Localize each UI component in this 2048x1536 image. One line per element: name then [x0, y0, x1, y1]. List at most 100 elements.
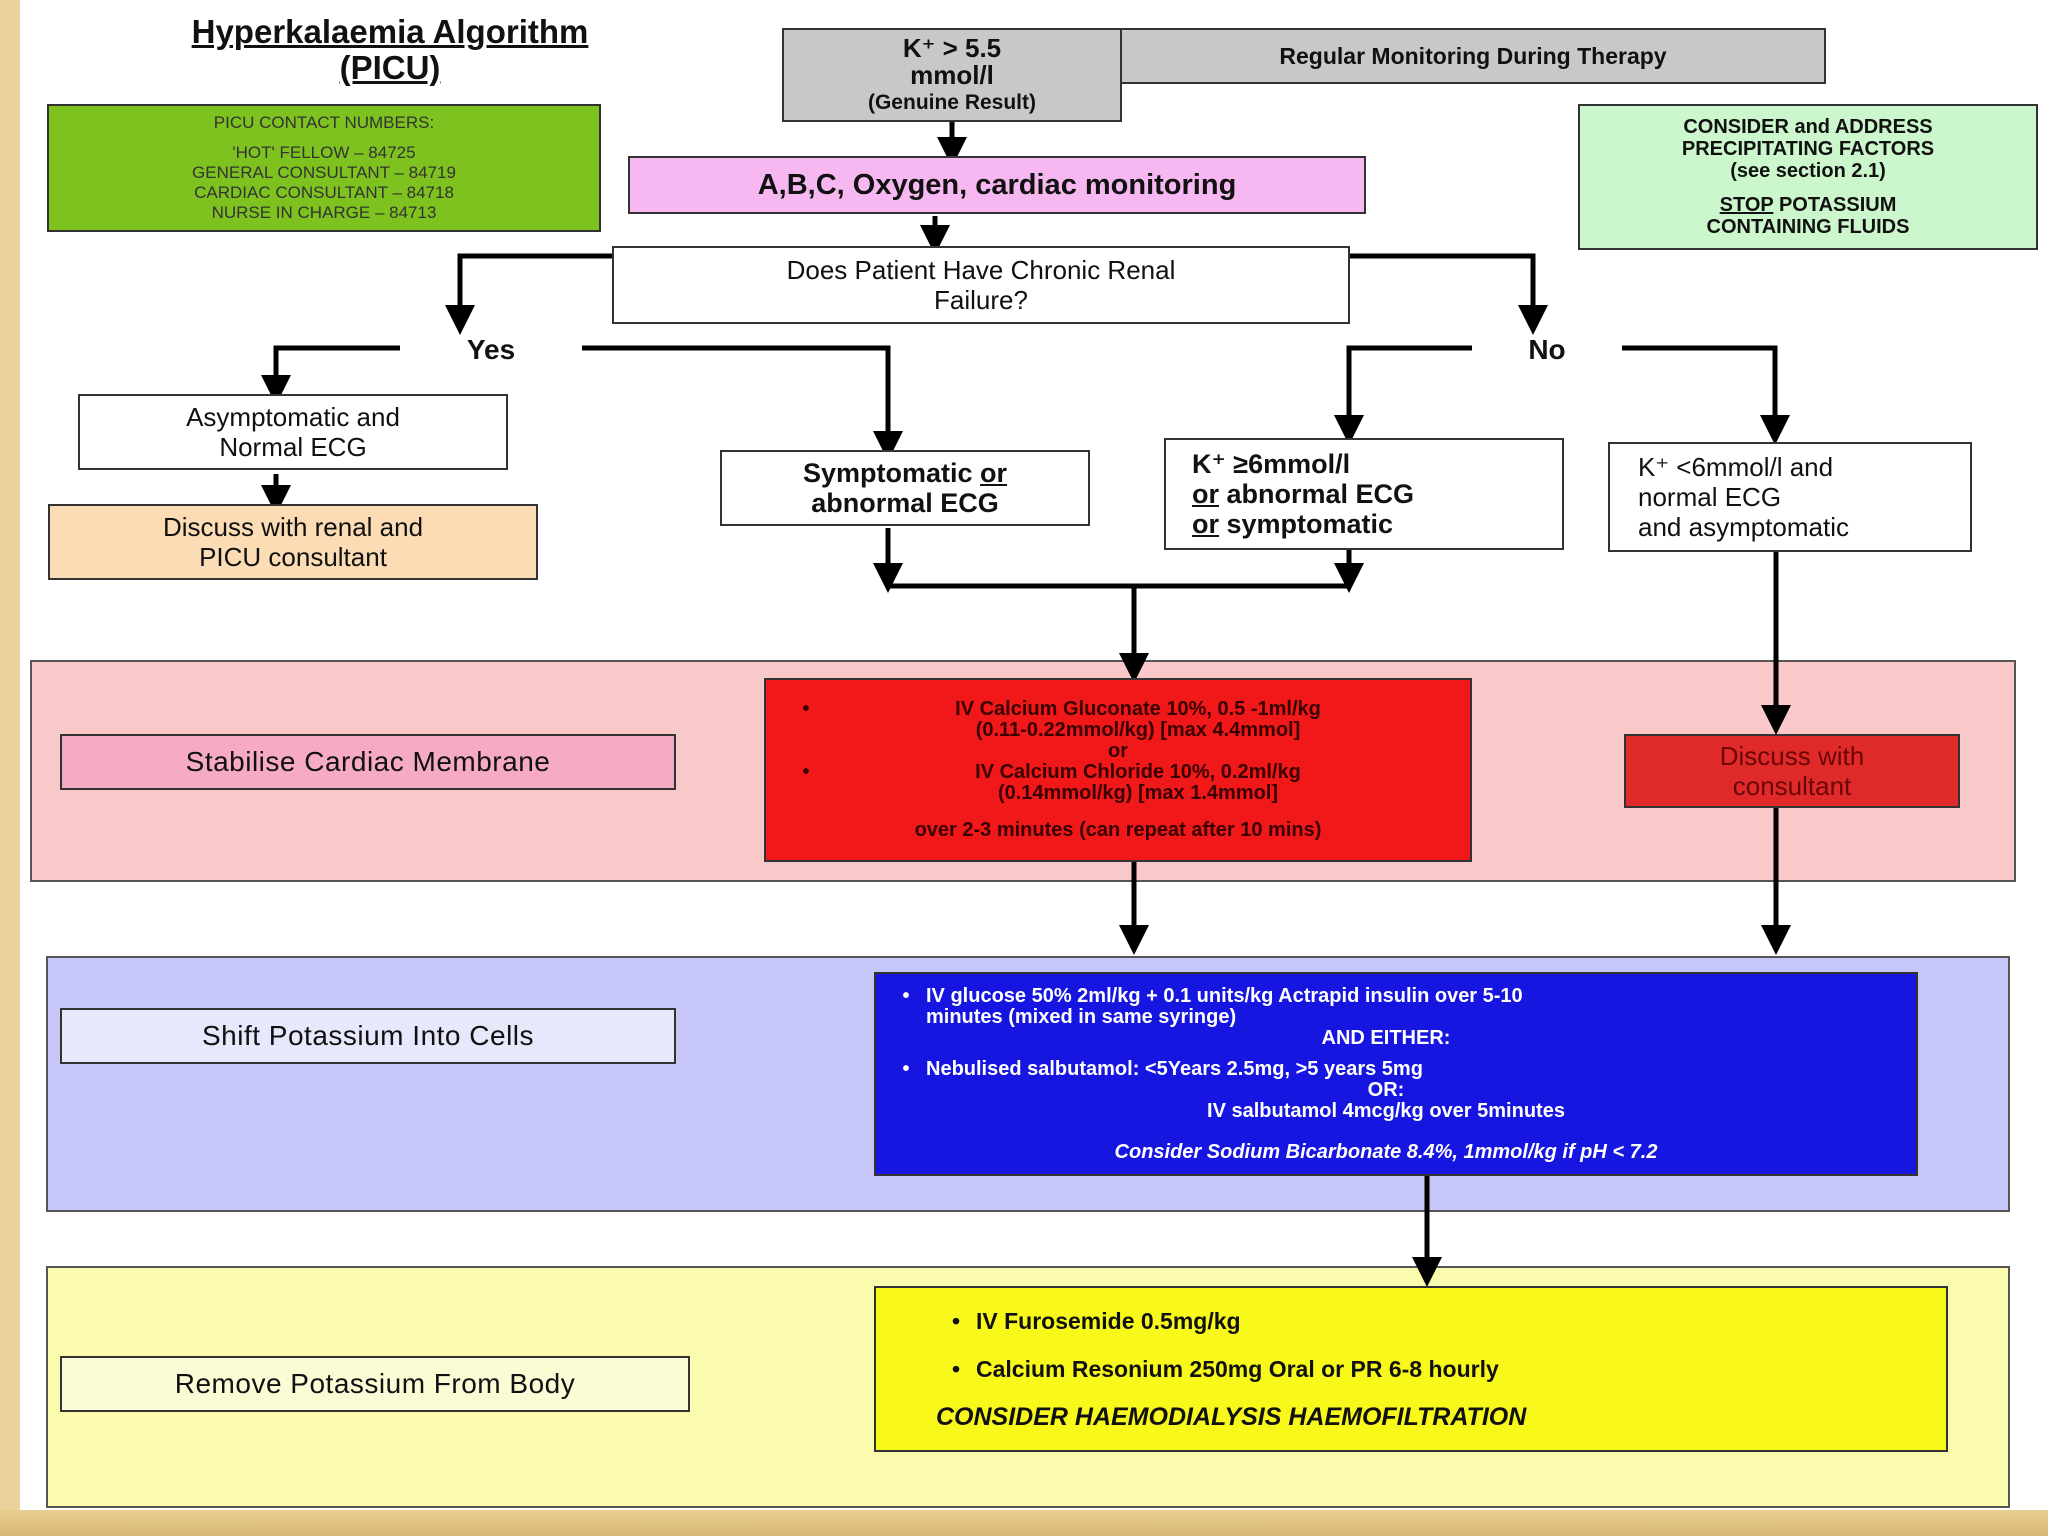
potassium-low-box: K⁺ <6mmol/l and normal ECG and asymptoma…: [1608, 442, 1972, 552]
abc-box: A,B,C, Oxygen, cardiac monitoring: [628, 156, 1366, 214]
precip-line-2: PRECIPITATING FACTORS: [1681, 138, 1935, 160]
sodium-bicarbonate-note: Consider Sodium Bicarbonate 8.4%, 1mmol/…: [1114, 1140, 1658, 1163]
precip-stop-line: STOP POTASSIUM: [1720, 194, 1897, 216]
slide-footer-band: [0, 1510, 2048, 1536]
precip-line-5: CONTAINING FLUIDS: [1706, 216, 1910, 238]
contact-nurse-in-charge: NURSE IN CHARGE – 84713: [211, 203, 437, 222]
discuss-consultant-line-1: Discuss with: [1719, 741, 1865, 771]
k-high-symptomatic: symptomatic: [1226, 509, 1394, 539]
start-line-1: K⁺ > 5.5: [902, 32, 1002, 63]
shift-label-box: Shift Potassium Into Cells: [60, 1008, 676, 1064]
precip-line-4: POTASSIUM: [1778, 194, 1897, 216]
iv-glucose-item: • IV glucose 50% 2ml/kg + 0.1 units/kg A…: [886, 984, 1886, 1028]
start-line-2: mmol/l: [910, 59, 994, 90]
calcium-chloride-line-2: (0.14mmol/kg) [max 1.4mmol]: [997, 782, 1279, 804]
calcium-gluconate-line-1: IV Calcium Gluconate 10%, 0.5 -1ml/kg: [955, 698, 1321, 720]
no-label: No: [1528, 334, 1566, 365]
calcium-or-text: or: [1108, 740, 1128, 762]
symptomatic-word: Symptomatic: [802, 458, 973, 488]
calcium-list: • IV Calcium Gluconate 10%, 0.5 -1ml/kg …: [786, 699, 1450, 804]
symptomatic-line-2: abnormal ECG: [811, 488, 999, 518]
iv-glucose-line-1: IV glucose 50% 2ml/kg + 0.1 units/kg Act…: [926, 984, 1523, 1007]
stabilise-label: Stabilise Cardiac Membrane: [185, 746, 551, 777]
discuss-renal-picu-box: Discuss with renal and PICU consultant: [48, 504, 538, 580]
furosemide-item: • IV Furosemide 0.5mg/kg: [936, 1308, 1926, 1334]
calcium-gluconate-line-2: (0.11-0.22mmol/kg) [max 4.4mmol]: [975, 719, 1301, 741]
title-line-1: Hyperkalaemia Algorithm: [191, 13, 589, 50]
title-line-2: (PICU): [339, 49, 441, 86]
asymptomatic-line-2: Normal ECG: [219, 432, 367, 462]
salbutamol-or-text: OR:: [1367, 1078, 1405, 1101]
k-high-line-1: K⁺ ≥6mmol/l: [1192, 449, 1351, 479]
furosemide-text: IV Furosemide 0.5mg/kg: [976, 1308, 1241, 1334]
stabilise-label-box: Stabilise Cardiac Membrane: [60, 734, 676, 790]
iv-salbutamol: IV salbutamol 4mcg/kg over 5minutes: [886, 1099, 1886, 1122]
bullet-icon: •: [902, 984, 910, 1007]
precip-line-1: CONSIDER and ADDRESS: [1683, 116, 1933, 138]
nebulised-salbutamol-item: • Nebulised salbutamol: <5Years 2.5mg, >…: [886, 1057, 1886, 1080]
contact-numbers-box: PICU CONTACT NUMBERS: 'HOT' FELLOW – 847…: [47, 104, 601, 232]
calcium-chloride-item: • IV Calcium Chloride 10%, 0.2ml/kg (0.1…: [786, 762, 1450, 804]
start-potassium-box: K⁺ > 5.5 mmol/l (Genuine Result): [782, 28, 1122, 122]
calcium-or: or: [786, 741, 1450, 762]
bullet-icon: •: [951, 1356, 961, 1382]
page-title: Hyperkalaemia Algorithm (PICU): [80, 14, 700, 86]
discuss-renal-line-1: Discuss with renal and: [162, 512, 424, 542]
shift-list: • IV glucose 50% 2ml/kg + 0.1 units/kg A…: [886, 984, 1886, 1122]
contacts-header: PICU CONTACT NUMBERS:: [213, 113, 435, 132]
remove-label-box: Remove Potassium From Body: [60, 1356, 690, 1412]
potassium-high-box: K⁺ ≥6mmol/l or abnormal ECG or symptomat…: [1164, 438, 1564, 550]
k-high-or-2: or: [1192, 509, 1219, 539]
contact-general-consultant: GENERAL CONSULTANT – 84719: [192, 163, 456, 182]
calcium-treatment-box: • IV Calcium Gluconate 10%, 0.5 -1ml/kg …: [764, 678, 1472, 862]
asymptomatic-line-1: Asymptomatic and: [186, 402, 400, 432]
and-either: AND EITHER:: [886, 1026, 1886, 1049]
yes-label: Yes: [466, 334, 516, 365]
asymptomatic-normal-ecg-box: Asymptomatic and Normal ECG: [78, 394, 508, 470]
precip-line-3: (see section 2.1): [1730, 160, 1886, 182]
remove-list: • IV Furosemide 0.5mg/kg • Calcium Reson…: [936, 1308, 1926, 1382]
symptomatic-or: or: [980, 458, 1008, 488]
calcium-chloride-line-1: IV Calcium Chloride 10%, 0.2ml/kg: [975, 761, 1301, 783]
bullet-icon: •: [902, 1057, 910, 1080]
k-low-line-3: and asymptomatic: [1638, 512, 1849, 542]
calcium-footer: over 2-3 minutes (can repeat after 10 mi…: [914, 819, 1322, 841]
k-low-line-1: K⁺ <6mmol/l and: [1638, 452, 1834, 482]
k-high-or-1: or: [1192, 479, 1219, 509]
shift-treatment-box: • IV glucose 50% 2ml/kg + 0.1 units/kg A…: [874, 972, 1918, 1176]
question-line-2: Failure?: [934, 285, 1028, 315]
start-line-3: (Genuine Result): [867, 90, 1036, 114]
k-high-abnormal-ecg: abnormal ECG: [1226, 479, 1415, 509]
salbutamol-or: OR:: [886, 1078, 1886, 1101]
monitoring-text: Regular Monitoring During Therapy: [1279, 42, 1667, 69]
question-line-1: Does Patient Have Chronic Renal: [786, 255, 1176, 285]
abc-text: A,B,C, Oxygen, cardiac monitoring: [757, 168, 1237, 201]
iv-glucose-line-2: minutes (mixed in same syringe): [926, 1005, 1237, 1028]
shift-label: Shift Potassium Into Cells: [201, 1020, 535, 1051]
k-high-line-3: or symptomatic: [1192, 509, 1393, 539]
contact-hot-fellow: 'HOT' FELLOW – 84725: [232, 143, 416, 162]
discuss-consultant-line-2: consultant: [1732, 771, 1852, 801]
calcium-resonium-text: Calcium Resonium 250mg Oral or PR 6-8 ho…: [976, 1356, 1499, 1382]
precipitating-factors-box: CONSIDER and ADDRESS PRECIPITATING FACTO…: [1578, 104, 2038, 250]
and-either-text: AND EITHER:: [1321, 1026, 1451, 1049]
chronic-renal-question-box: Does Patient Have Chronic Renal Failure?: [612, 246, 1350, 324]
remove-treatment-box: • IV Furosemide 0.5mg/kg • Calcium Reson…: [874, 1286, 1948, 1452]
contact-cardiac-consultant: CARDIAC CONSULTANT – 84718: [194, 183, 454, 202]
symptomatic-line-1: Symptomatic or: [803, 458, 1007, 488]
k-low-line-2: normal ECG: [1638, 482, 1782, 512]
calcium-gluconate-item: • IV Calcium Gluconate 10%, 0.5 -1ml/kg …: [786, 699, 1450, 741]
haemodialysis-note: CONSIDER HAEMODIALYSIS HAEMOFILTRATION: [936, 1403, 1527, 1431]
bullet-icon: •: [802, 761, 810, 783]
precip-stop: STOP: [1719, 194, 1774, 216]
monitoring-box: Regular Monitoring During Therapy: [1120, 28, 1826, 84]
nebulised-salbutamol-text: Nebulised salbutamol: <5Years 2.5mg, >5 …: [926, 1057, 1423, 1080]
remove-label: Remove Potassium From Body: [174, 1368, 576, 1399]
k-high-line-2: or abnormal ECG: [1192, 479, 1414, 509]
calcium-resonium-item: • Calcium Resonium 250mg Oral or PR 6-8 …: [936, 1356, 1926, 1382]
symptomatic-abnormal-ecg-box: Symptomatic or abnormal ECG: [720, 450, 1090, 526]
discuss-renal-line-2: PICU consultant: [199, 542, 387, 572]
iv-salbutamol-text: IV salbutamol 4mcg/kg over 5minutes: [1207, 1099, 1565, 1122]
bullet-icon: •: [802, 698, 810, 720]
